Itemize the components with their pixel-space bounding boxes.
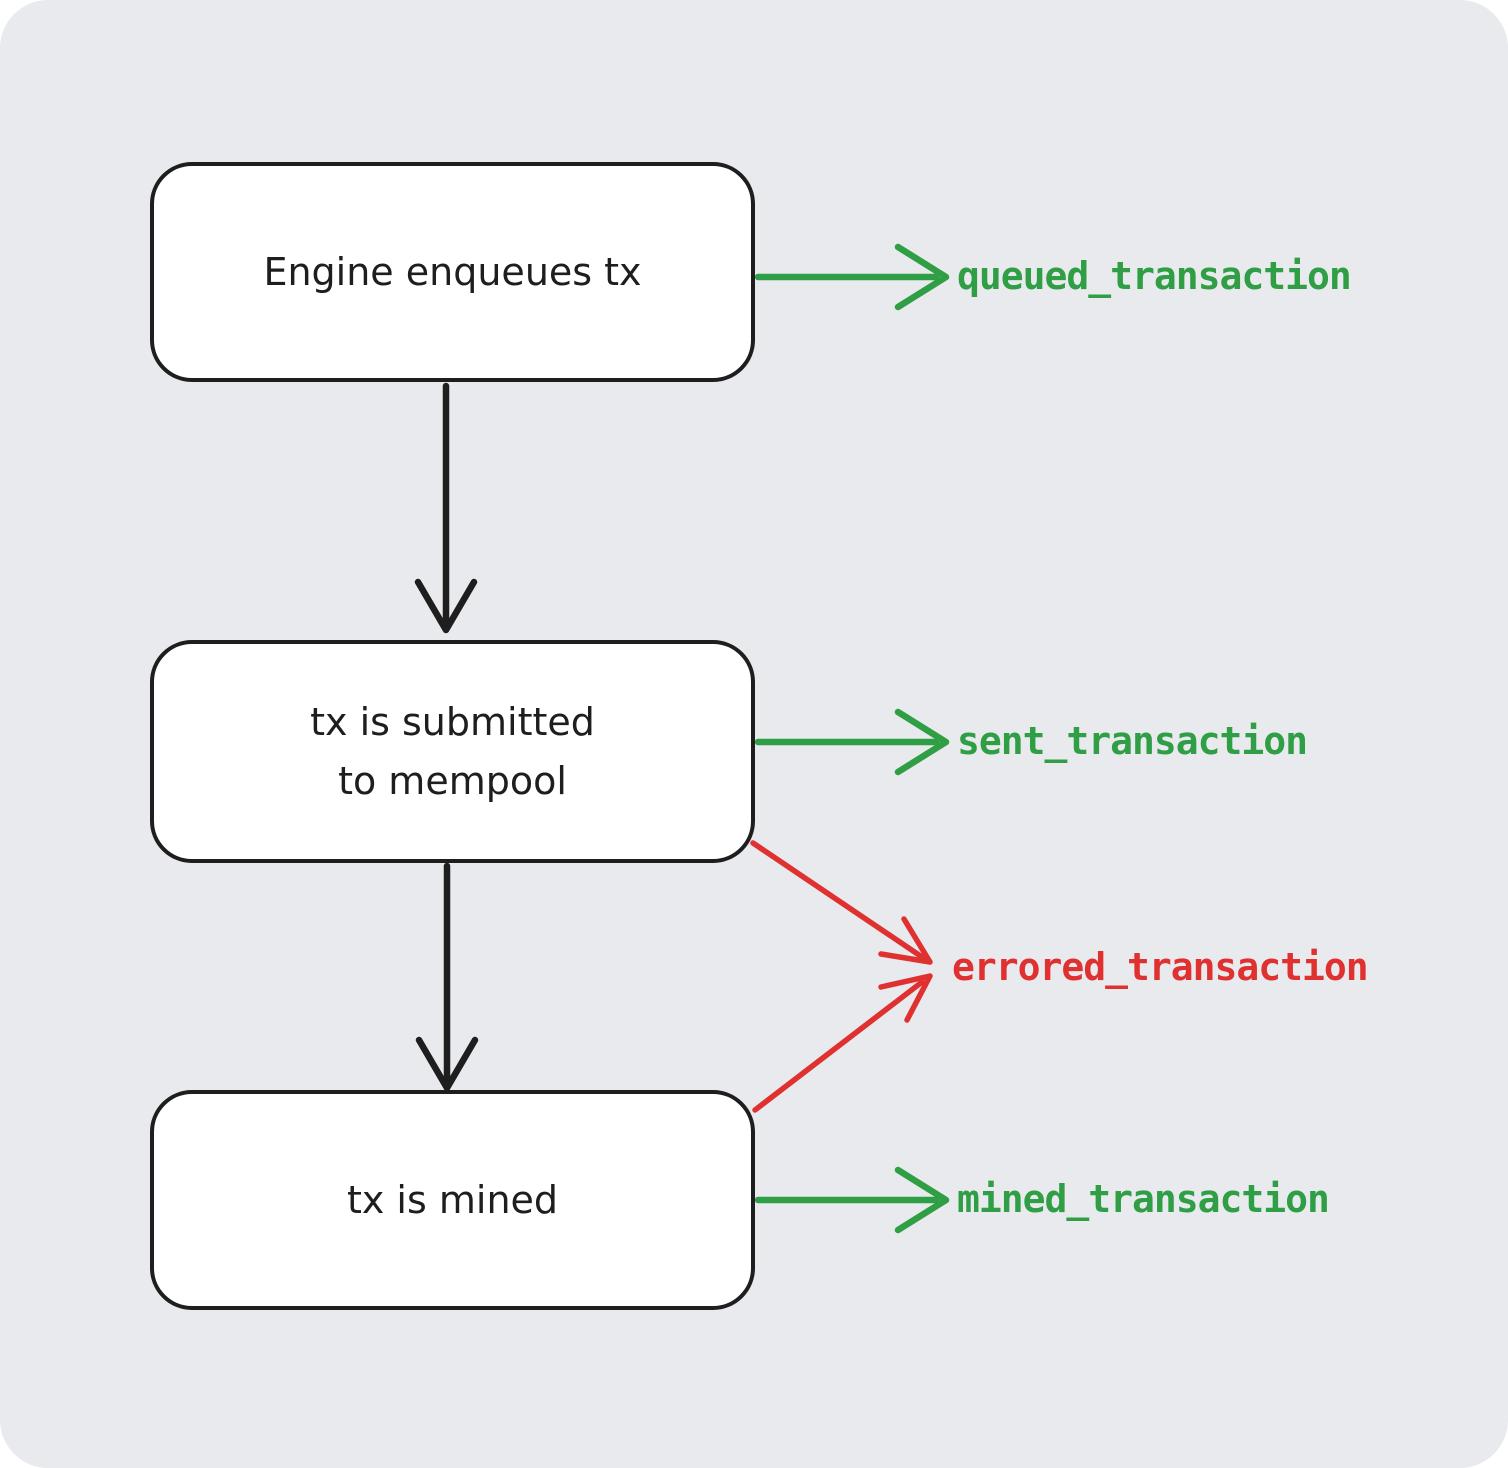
arrowhead-right-icon [894, 1166, 950, 1234]
node-label: tx is submitted to mempool [310, 699, 595, 803]
flow-arrow-submit-to-mined [415, 862, 479, 1092]
flow-arrow-enqueue-to-submit [414, 382, 478, 634]
arrowhead-icon [878, 916, 933, 965]
event-arrow-queued-transaction [754, 243, 950, 311]
arrowhead-right-icon [894, 708, 950, 776]
node-tx-is-mined: tx is mined [150, 1090, 755, 1310]
arrowhead-down-icon [415, 1036, 479, 1092]
node-label: Engine enqueues tx [263, 249, 642, 294]
event-arrow-errored-from-submit [750, 840, 933, 965]
arrowhead-down-icon [414, 578, 478, 634]
arrow-shaft [750, 840, 925, 960]
node-tx-submitted-to-mempool: tx is submitted to mempool [150, 640, 755, 863]
node-label: tx is mined [346, 1177, 559, 1222]
event-arrow-errored-from-mined [752, 973, 933, 1113]
node-engine-enqueues-tx: Engine enqueues tx [150, 162, 755, 382]
arrow-shaft [752, 979, 925, 1113]
arrowhead-icon [878, 973, 933, 1023]
event-arrow-mined-transaction [754, 1166, 950, 1234]
arrowhead-right-icon [894, 243, 950, 311]
event-label-mined-transaction: mined_transaction [957, 1177, 1330, 1222]
event-label-errored-transaction: errored_transaction [952, 945, 1369, 990]
event-label-sent-transaction: sent_transaction [957, 719, 1308, 764]
event-arrow-sent-transaction [754, 708, 950, 776]
event-label-queued-transaction: queued_transaction [957, 254, 1352, 299]
